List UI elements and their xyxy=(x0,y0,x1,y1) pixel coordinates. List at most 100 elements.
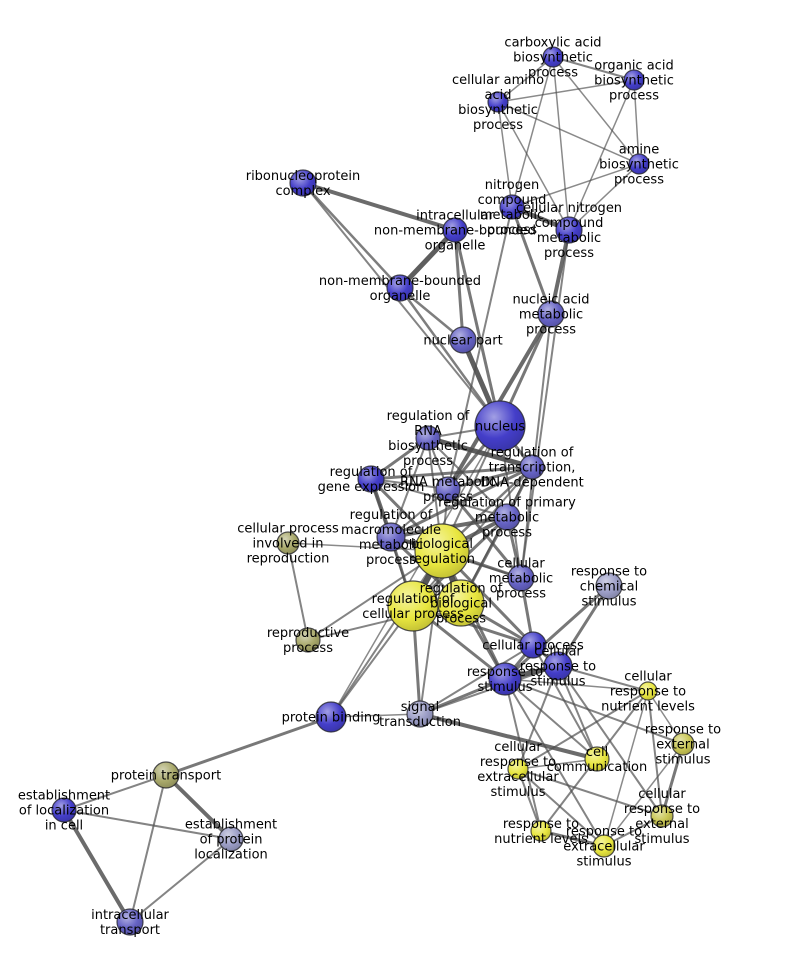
graph-edge-cellular-nitrogen-compound-metabolic-process--cellular-metabolic-process xyxy=(520,229,570,579)
graph-edge-cellular-amino-acid-biosynthetic-process--cellular-nitrogen-compound-metabolic-process xyxy=(497,101,570,231)
graph-node-rna-metabolic-process[interactable] xyxy=(435,476,461,502)
graph-edge-organic-acid-biosynthetic-process--cellular-amino-acid-biosynthetic-process xyxy=(497,79,635,103)
graph-edge-ribonucleoprotein-complex--non-membrane-bounded-organelle xyxy=(301,181,402,290)
graph-node-nucleus[interactable] xyxy=(474,400,526,452)
graph-node-organic-acid-biosynthetic-process[interactable] xyxy=(623,69,645,91)
graph-edge-ribonucleoprotein-complex--intracellular-non-membrane-bounded-organelle xyxy=(301,181,457,232)
graph-node-cell-communication[interactable] xyxy=(584,746,610,772)
graph-edge-carboxylic-acid-biosynthetic-process--amine-biosynthetic-process xyxy=(552,56,640,165)
graph-edge-response-to-external-stimulus--cellular-response-to-external-stimulus xyxy=(660,742,685,818)
node-label-protein-binding: protein binding xyxy=(282,711,381,726)
graph-edge-cellular-response-to-stimulus--cellular-response-to-nutrient-levels xyxy=(557,665,649,692)
node-label-nucleus: nucleus xyxy=(475,420,525,435)
graph-edge-establishment-of-localization-in-cell--establishment-of-protein-localization xyxy=(63,809,232,840)
graph-edge-cellular-response-to-extracellular-stimulus--cellular-response-to-external-stimulus xyxy=(517,768,663,817)
graph-node-intracellular-transport[interactable] xyxy=(116,908,144,936)
graph-edge-protein-transport--intracellular-transport xyxy=(129,774,167,923)
graph-node-regulation-of-macromolecule-metabolic-process[interactable] xyxy=(376,522,406,552)
graph-node-response-to-stimulus[interactable] xyxy=(488,662,522,696)
graph-edge-rna-metabolic-process--cellular-metabolic-process xyxy=(446,487,523,580)
graph-node-biological-regulation[interactable] xyxy=(414,523,470,579)
graph-node-carboxylic-acid-biosynthetic-process[interactable] xyxy=(542,46,564,68)
graph-node-establishment-of-localization-in-cell[interactable] xyxy=(51,797,77,823)
graph-edge-ribonucleoprotein-complex--nucleus xyxy=(302,182,501,427)
graph-node-regulation-of-biological-process[interactable] xyxy=(437,579,485,627)
graph-edge-cellular-process--signal-transduction xyxy=(419,644,534,715)
graph-edge-regulation-of-rna-biosynthetic-process--regulation-of-transcription-dna-dependent xyxy=(425,435,535,470)
graph-node-cellular-process[interactable] xyxy=(519,631,547,659)
graph-node-cellular-metabolic-process[interactable] xyxy=(507,564,535,592)
graph-node-intracellular-non-membrane-bounded-organelle[interactable] xyxy=(442,217,468,243)
graph-node-signal-transduction[interactable] xyxy=(406,700,434,728)
graph-node-cellular-response-to-extracellular-stimulus[interactable] xyxy=(507,758,529,780)
node-label-protein-transport: protein transport xyxy=(111,769,221,784)
graph-node-cellular-process-involved-in-reproduction[interactable] xyxy=(276,531,300,555)
graph-edge-response-to-stimulus--cellular-response-to-nutrient-levels xyxy=(504,678,649,692)
graph-node-protein-binding[interactable] xyxy=(315,701,347,733)
graph-node-regulation-of-gene-expression[interactable] xyxy=(357,465,385,493)
graph-node-cellular-response-to-stimulus[interactable] xyxy=(543,651,573,681)
graph-edge-cellular-process-involved-in-reproduction--reproductive-process xyxy=(287,542,309,641)
graph-edge-cellular-amino-acid-biosynthetic-process--amine-biosynthetic-process xyxy=(497,101,640,165)
graph-node-response-to-external-stimulus[interactable] xyxy=(671,732,695,756)
graph-edge-cellular-response-to-nutrient-levels--cellular-response-to-external-stimulus xyxy=(647,690,663,817)
graph-edge-cellular-response-to-stimulus--response-to-chemical-stimulus xyxy=(556,584,611,668)
graph-node-response-to-nutrient-levels[interactable] xyxy=(530,820,552,842)
graph-edge-intracellular-non-membrane-bounded-organelle--nucleus xyxy=(453,228,502,428)
graph-edge-response-to-stimulus--cell-communication xyxy=(504,678,598,760)
graph-edge-establishment-of-protein-localization--intracellular-transport xyxy=(129,838,232,923)
graph-node-reproductive-process[interactable] xyxy=(295,627,321,653)
graph-node-response-to-chemical-stimulus[interactable] xyxy=(595,572,623,600)
graph-edge-protein-transport--establishment-of-protein-localization xyxy=(164,773,233,841)
graph-node-response-to-extracellular-stimulus[interactable] xyxy=(592,834,616,858)
graph-node-establishment-of-protein-localization[interactable] xyxy=(218,826,244,852)
graph-edge-amine-biosynthetic-process--nitrogen-compound-metabolic-process xyxy=(511,163,640,208)
graph-edge-organic-acid-biosynthetic-process--cellular-nitrogen-compound-metabolic-process xyxy=(568,79,635,231)
graph-node-nucleic-acid-metabolic-process[interactable] xyxy=(537,300,565,328)
graph-node-regulation-of-rna-biosynthetic-process[interactable] xyxy=(415,425,441,451)
graph-node-cellular-nitrogen-compound-metabolic-process[interactable] xyxy=(555,216,583,244)
graph-node-regulation-of-primary-metabolic-process[interactable] xyxy=(493,503,521,531)
graph-edge-cellular-response-to-extracellular-stimulus--response-to-nutrient-levels xyxy=(517,768,542,832)
graph-node-nuclear-part[interactable] xyxy=(449,326,477,354)
graph-edge-cellular-response-to-extracellular-stimulus--response-to-extracellular-stimulus xyxy=(517,768,605,847)
graph-node-protein-transport[interactable] xyxy=(152,761,180,789)
graph-edge-protein-binding--protein-transport xyxy=(164,715,333,777)
graph-node-regulation-of-transcription-dna-dependent[interactable] xyxy=(519,454,545,480)
graph-edge-response-to-external-stimulus--response-to-extracellular-stimulus xyxy=(603,743,684,847)
graph-node-non-membrane-bounded-organelle[interactable] xyxy=(386,274,414,302)
graph-edge-nitrogen-compound-metabolic-process--rna-metabolic-process xyxy=(447,206,513,490)
graph-edge-carboxylic-acid-biosynthetic-process--organic-acid-biosynthetic-process xyxy=(552,56,635,81)
graph-edge-nucleic-acid-metabolic-process--cellular-metabolic-process xyxy=(520,313,552,579)
graph-edge-intracellular-non-membrane-bounded-organelle--nuclear-part xyxy=(453,228,465,342)
graph-node-cellular-response-to-external-stimulus[interactable] xyxy=(650,804,674,828)
graph-edge-establishment-of-localization-in-cell--intracellular-transport xyxy=(62,808,132,924)
graph-node-amine-biosynthetic-process[interactable] xyxy=(628,153,650,175)
graph-node-cellular-response-to-nutrient-levels[interactable] xyxy=(638,681,658,701)
graph-node-cellular-amino-acid-biosynthetic-process[interactable] xyxy=(487,91,509,113)
graph-node-nitrogen-compound-metabolic-process[interactable] xyxy=(499,194,525,220)
graph-edge-amine-biosynthetic-process--cellular-nitrogen-compound-metabolic-process xyxy=(568,163,640,231)
graph-edge-regulation-of-transcription-dna-dependent--regulation-of-gene-expression xyxy=(369,465,534,481)
graph-edge-cell-communication--cellular-response-to-extracellular-stimulus xyxy=(517,758,598,770)
graph-node-ribonucleoprotein-complex[interactable] xyxy=(289,169,317,197)
